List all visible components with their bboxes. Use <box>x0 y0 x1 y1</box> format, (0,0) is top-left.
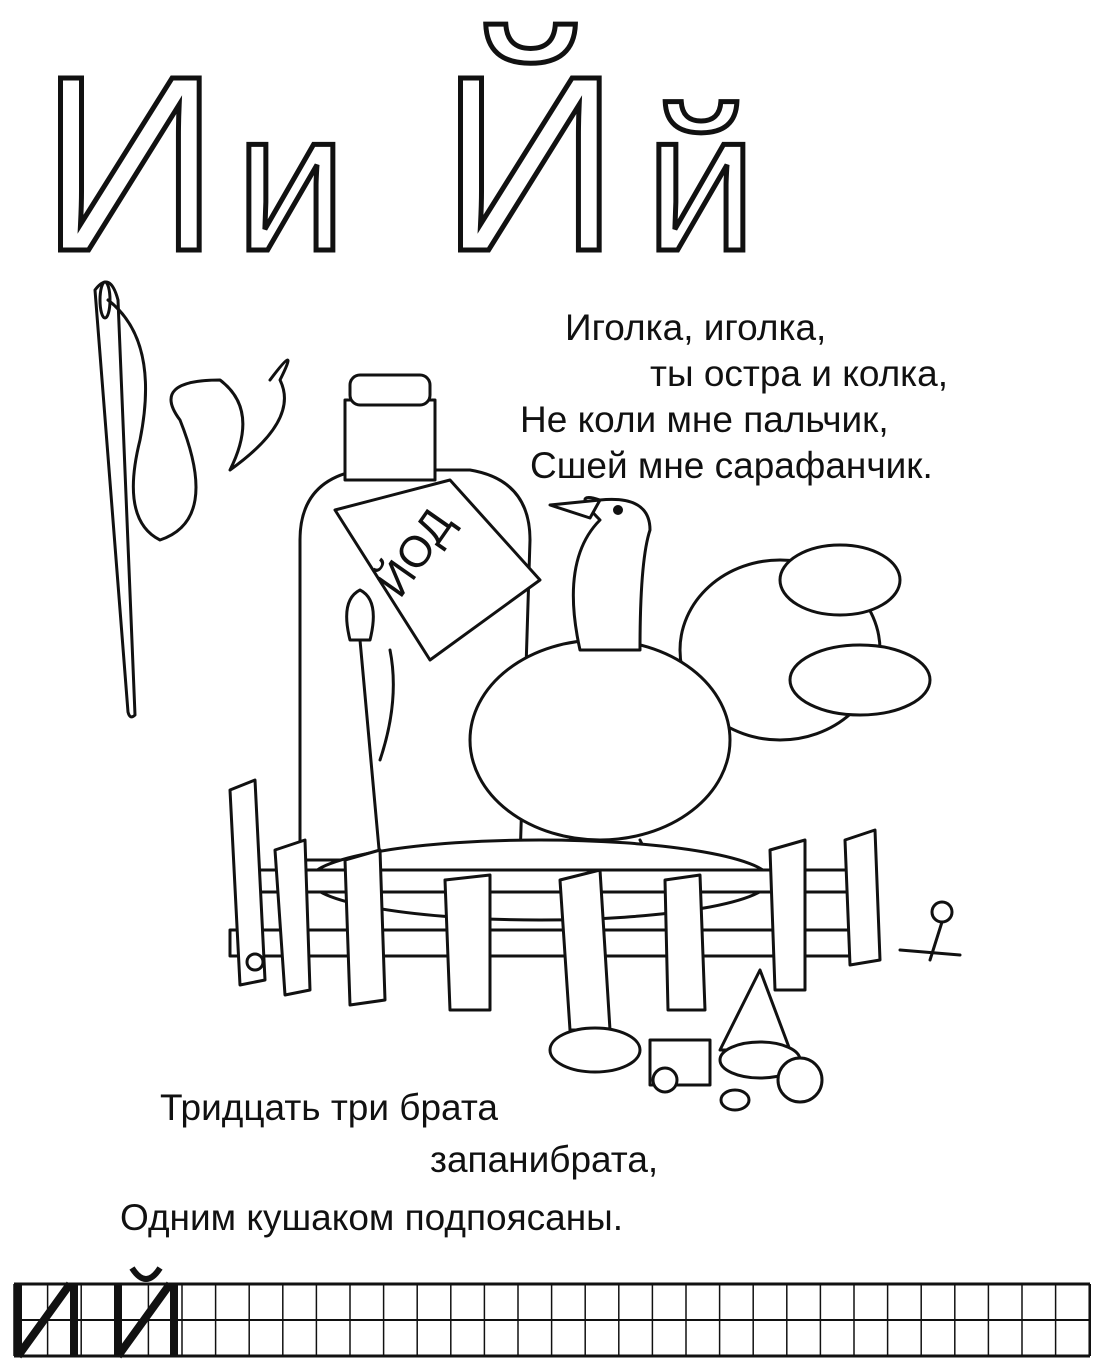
flower-drawings <box>245 900 962 972</box>
letter-capital-i: И <box>40 24 220 303</box>
tulip-drawing <box>345 588 395 862</box>
copybook-grid <box>13 1282 1091 1358</box>
poem-bottom-line-3: Одним кушаком подпоясаны. <box>120 1197 623 1238</box>
poem-bottom-line-2: запанибрата, <box>430 1139 658 1180</box>
illustration: ЙОД <box>93 280 962 1112</box>
toys-drawing <box>548 968 824 1112</box>
letter-small-i: и <box>235 70 347 293</box>
header-letters: И и Й й <box>38 22 760 306</box>
poem-top-line-2: ты остра и колка, <box>650 353 948 394</box>
turkey-drawing <box>468 496 932 862</box>
poem-top-line-1: Иголка, иголка, <box>565 307 826 348</box>
letter-small-short-i: й <box>645 70 757 293</box>
poem-bottom: Тридцать три брата запанибрата, Одним ку… <box>120 1087 658 1238</box>
needle-drawing <box>93 280 290 719</box>
letter-capital-short-i: Й <box>440 24 620 303</box>
poem-top-line-4: Сшей мне сарафанчик. <box>530 445 933 486</box>
breve-mark <box>129 1266 163 1282</box>
poem-bottom-line-1: Тридцать три брата <box>160 1087 498 1128</box>
fence-drawing <box>228 778 882 1032</box>
poem-top-line-3: Не коли мне пальчик, <box>520 399 889 440</box>
poem-top: Иголка, иголка, ты остра и колка, Не кол… <box>520 307 948 486</box>
sample-letter-short-i <box>114 1281 178 1359</box>
sample-letter-i <box>14 1281 78 1359</box>
copybook-sample-letters <box>14 1266 178 1359</box>
iodine-bottle-drawing: ЙОД <box>298 373 542 862</box>
